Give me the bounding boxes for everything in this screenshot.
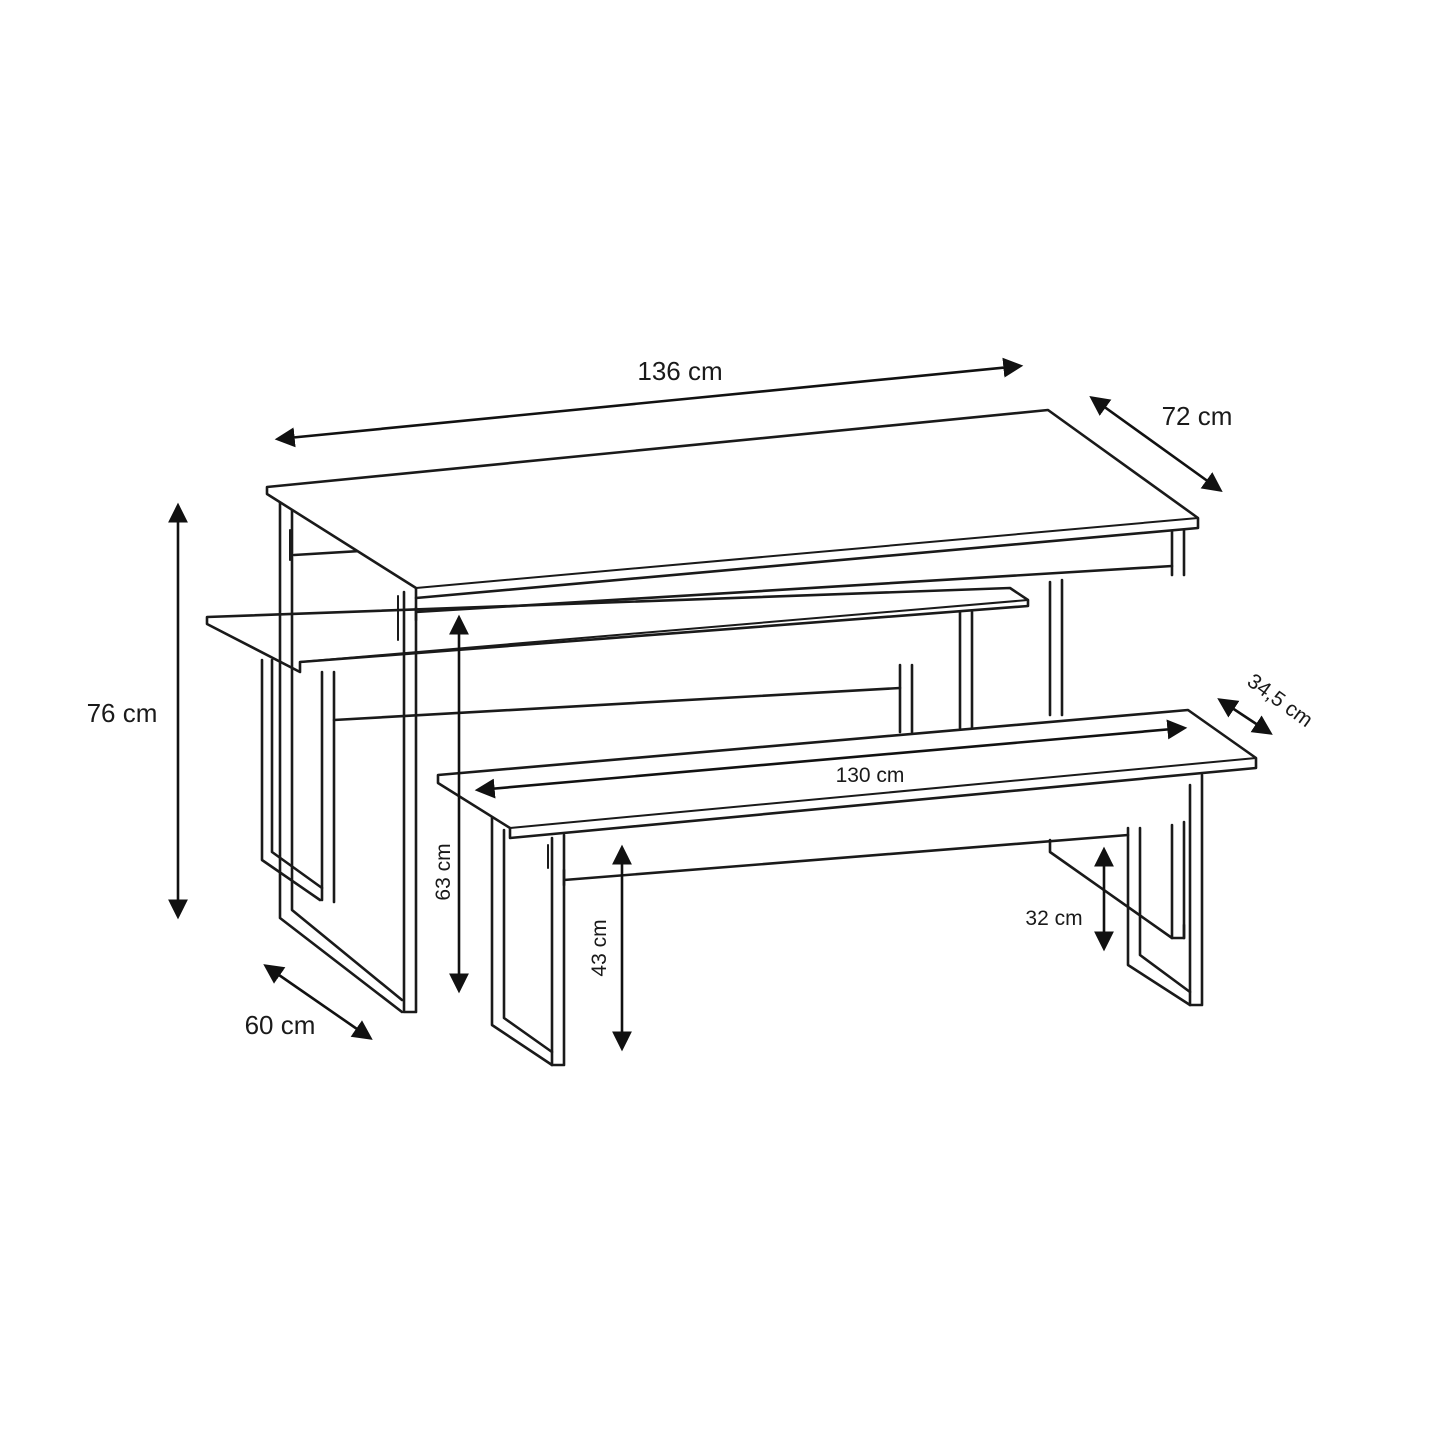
bench-leg-height-label: 32 cm <box>1025 907 1082 930</box>
back-bench-top <box>205 586 1030 674</box>
bench-length-label: 130 cm <box>836 764 905 787</box>
back-bench-right-leg <box>898 610 974 734</box>
back-bench-left-leg <box>260 658 336 904</box>
table-top <box>265 408 1200 600</box>
table-length-arrow <box>274 357 1024 448</box>
leg-depth-label: 60 cm <box>245 1010 316 1040</box>
bench-height-label: 43 cm <box>588 919 611 976</box>
leg-depth-arrow <box>263 964 373 1040</box>
front-bench-left-leg <box>490 813 566 1067</box>
back-bench <box>205 586 1030 904</box>
table-length-label: 136 cm <box>637 356 722 386</box>
underside-height-label: 63 cm <box>432 843 455 900</box>
front-bench-apron <box>562 833 1130 887</box>
table-depth-arrow <box>1089 396 1223 492</box>
table-depth-label: 72 cm <box>1162 401 1233 431</box>
front-bench-right-leg <box>1126 773 1204 1007</box>
back-bench-apron <box>332 686 902 722</box>
bench-length-arrow <box>474 719 1188 799</box>
table-apron <box>414 564 1174 622</box>
bench-depth-arrow <box>1217 698 1273 735</box>
table-height-label: 76 cm <box>87 698 158 728</box>
